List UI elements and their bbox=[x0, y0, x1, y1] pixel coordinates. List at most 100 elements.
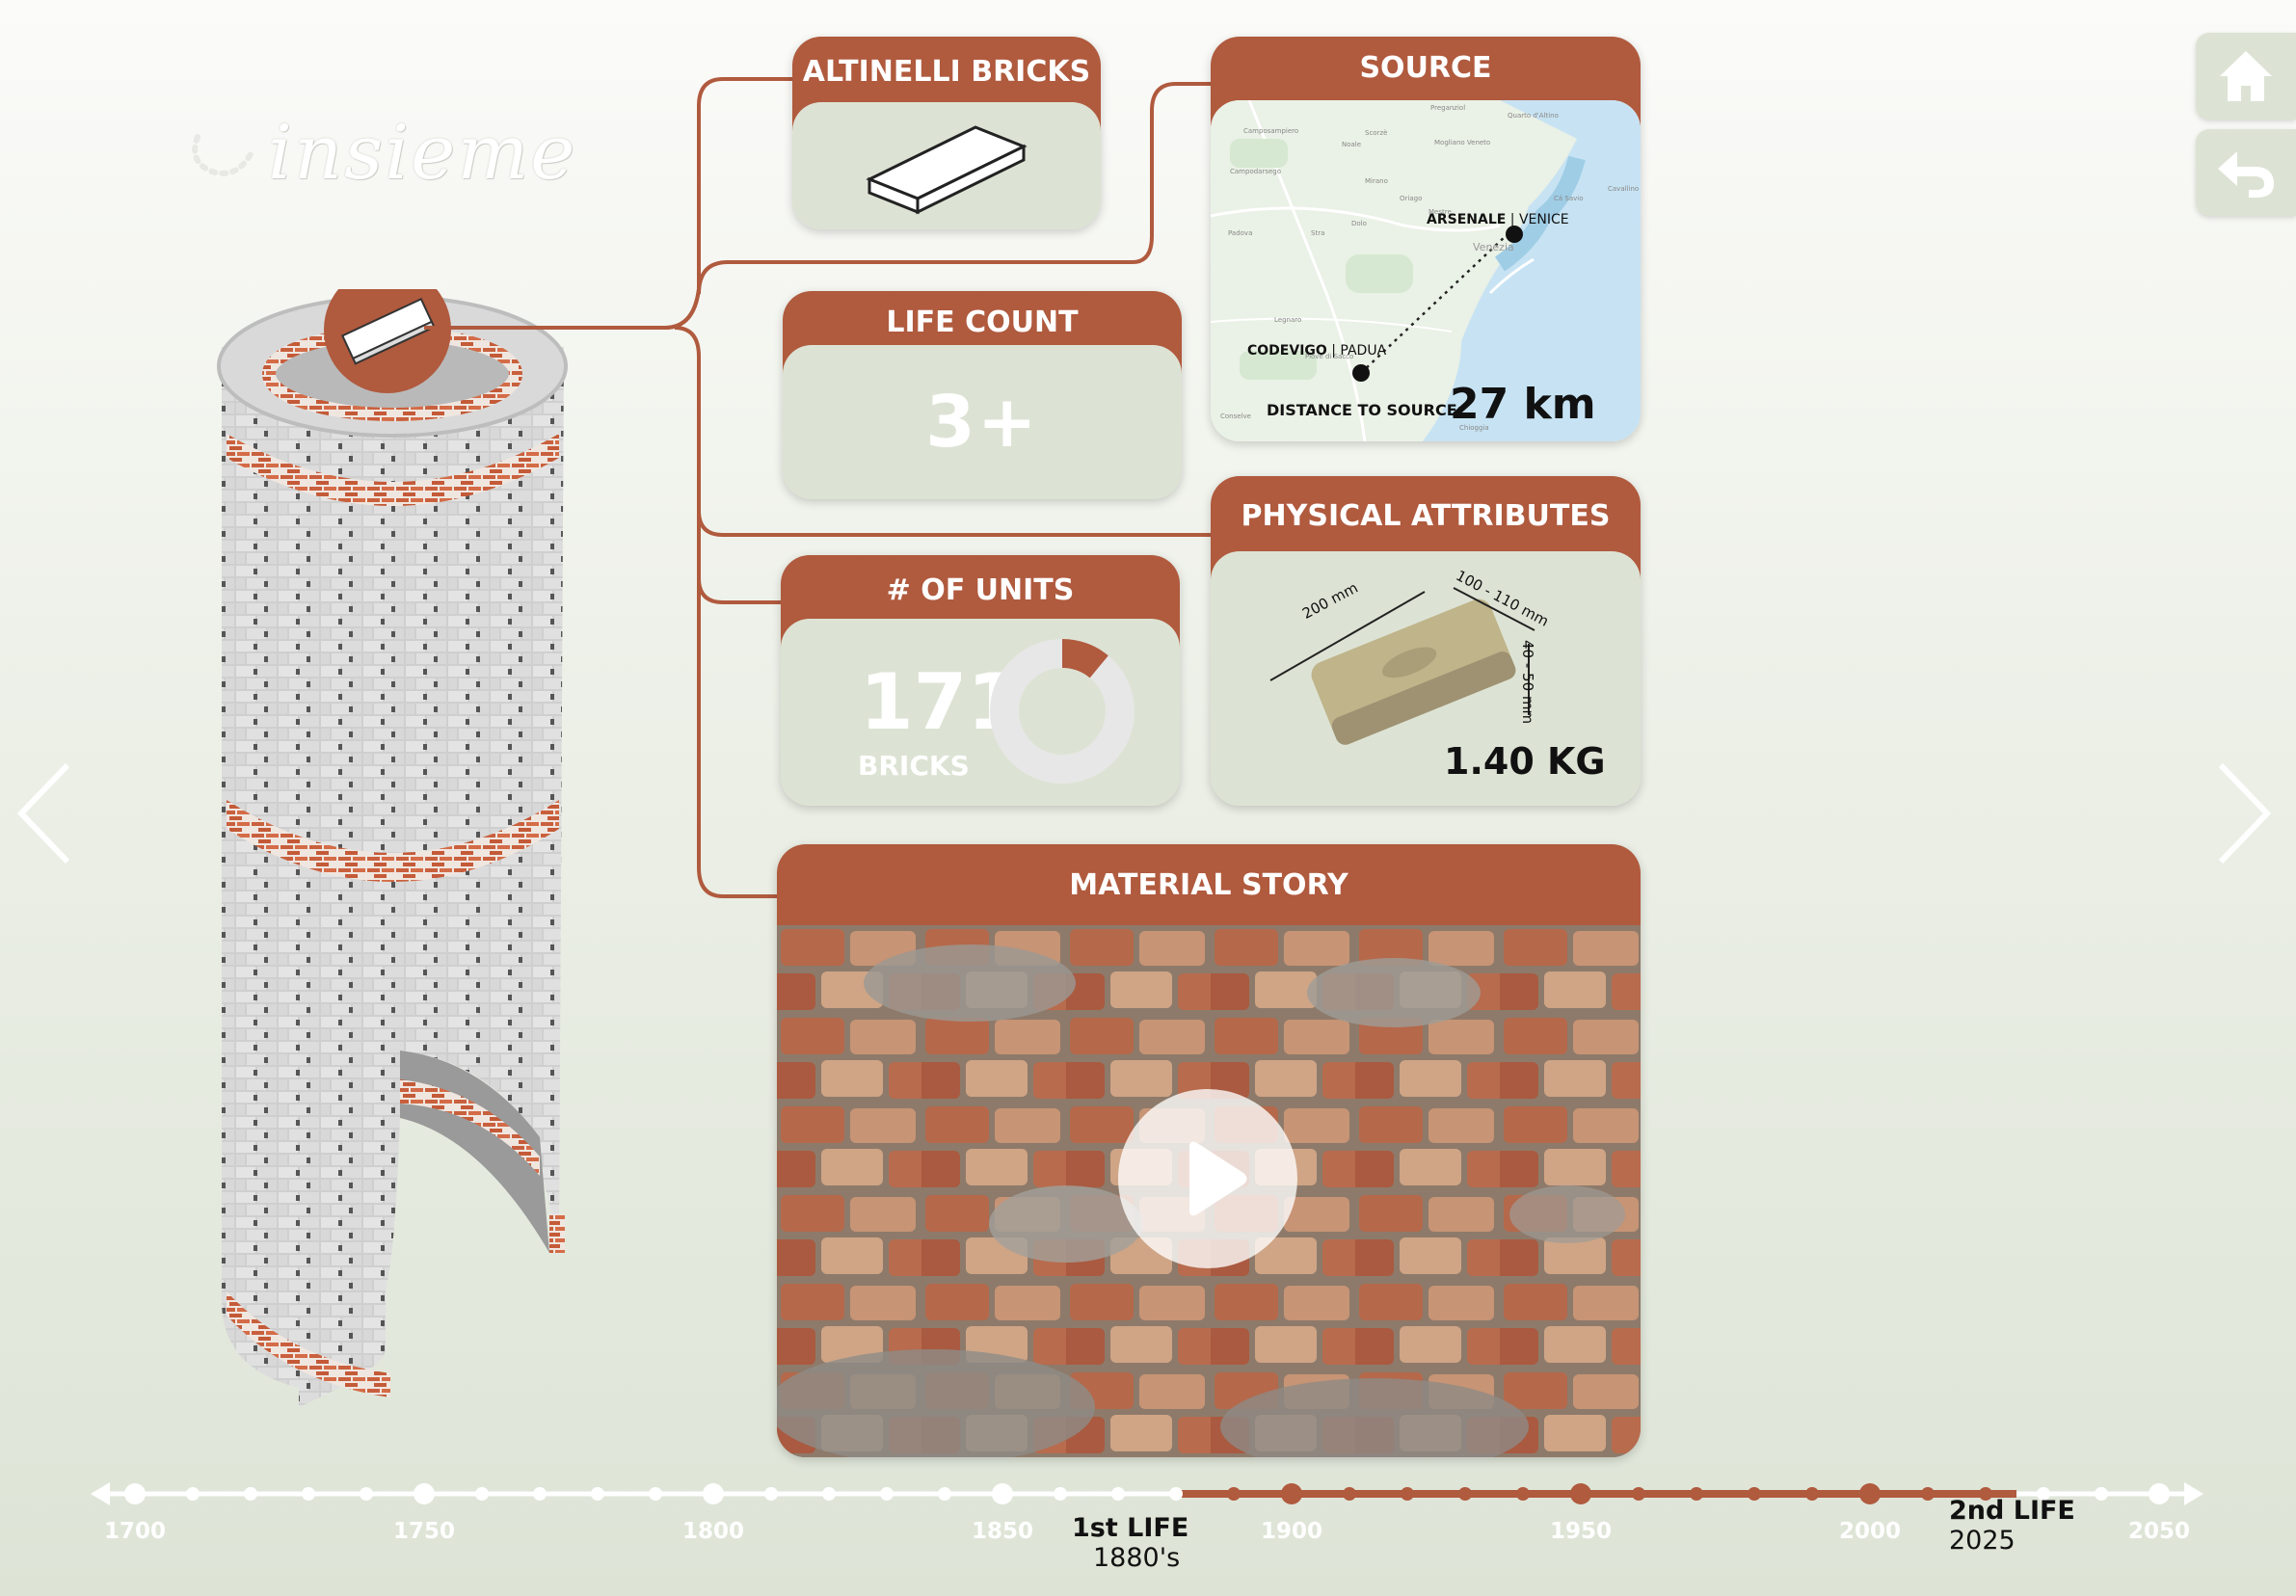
timeline-dot bbox=[2037, 1487, 2050, 1501]
story-video[interactable] bbox=[777, 925, 1641, 1457]
distance-value: 27 km bbox=[1450, 380, 1596, 429]
timeline-dot bbox=[649, 1487, 662, 1501]
next-page-button[interactable] bbox=[2211, 756, 2279, 871]
timeline-dot bbox=[1458, 1487, 1472, 1501]
timeline-dot bbox=[1054, 1487, 1067, 1501]
timeline-year-label: 1700 bbox=[103, 1519, 167, 1544]
destination-marker bbox=[1506, 226, 1523, 243]
timeline-dot bbox=[1516, 1487, 1530, 1501]
timeline-dot bbox=[186, 1487, 200, 1501]
logo-text: insieme bbox=[268, 110, 577, 197]
map-place-list: Preganziol Quarto d'Altino Camposampiero… bbox=[1220, 104, 1640, 432]
timeline-track bbox=[91, 1482, 2203, 1505]
timeline-dot bbox=[591, 1487, 604, 1501]
timeline-year-label: 2000 bbox=[1838, 1519, 1902, 1544]
timeline-dot bbox=[302, 1487, 315, 1501]
life-count-card[interactable]: LIFE COUNT 3+ bbox=[783, 291, 1182, 499]
material-story-title: MATERIAL STORY bbox=[777, 844, 1641, 954]
chevron-left-icon bbox=[16, 762, 70, 864]
home-button[interactable] bbox=[2196, 33, 2296, 120]
timeline-dot bbox=[1227, 1487, 1241, 1501]
timeline-year-label: 1950 bbox=[1549, 1519, 1613, 1544]
timeline-dot bbox=[360, 1487, 373, 1501]
timeline-dot bbox=[244, 1487, 257, 1501]
timeline-major-dot bbox=[414, 1483, 435, 1504]
destination-label: ARSENALE | VENICE bbox=[1427, 212, 1569, 227]
origin-marker bbox=[1352, 364, 1370, 382]
life-count-value: 3+ bbox=[925, 381, 1039, 464]
first-life-date: 1880's bbox=[1093, 1543, 1181, 1573]
timeline-dot bbox=[1401, 1487, 1414, 1501]
back-arrow-icon bbox=[2218, 151, 2274, 198]
physical-attributes-card[interactable]: PHYSICAL ATTRIBUTES 200 mm 100 - 110 mm … bbox=[1211, 476, 1641, 806]
timeline-year-label: 1800 bbox=[681, 1519, 745, 1544]
timeline-year-label: 1900 bbox=[1260, 1519, 1323, 1544]
timeline-left-arrow-icon bbox=[91, 1482, 110, 1505]
timeline-dot bbox=[2095, 1487, 2108, 1501]
timeline-major-dot bbox=[703, 1483, 724, 1504]
timeline-major-dot bbox=[1570, 1483, 1591, 1504]
timeline-dot bbox=[533, 1487, 547, 1501]
source-map[interactable]: Preganziol Quarto d'Altino Camposampiero… bbox=[1211, 100, 1641, 441]
source-card[interactable]: SOURCE Preganziol Quarto d'Altino Campos… bbox=[1211, 37, 1641, 441]
first-life-label: 1st LIFE bbox=[1072, 1513, 1189, 1543]
units-donut-chart bbox=[990, 639, 1135, 784]
brick-photo bbox=[1269, 587, 1535, 745]
brick-tower-illustration[interactable] bbox=[193, 266, 607, 1426]
home-icon bbox=[2220, 51, 2272, 101]
timeline-dot bbox=[1632, 1487, 1645, 1501]
life-count-title: LIFE COUNT bbox=[783, 291, 1182, 374]
timeline-dot bbox=[475, 1487, 489, 1501]
timeline-dot bbox=[880, 1487, 894, 1501]
timeline-dot bbox=[1979, 1487, 1992, 1501]
timeline-major-dot bbox=[124, 1483, 146, 1504]
map-image bbox=[1211, 100, 1641, 441]
units-donut-arc bbox=[990, 639, 1135, 784]
timeline-major-dot bbox=[1859, 1483, 1881, 1504]
timeline-dot bbox=[1343, 1487, 1356, 1501]
physical-attributes-title: PHYSICAL ATTRIBUTES bbox=[1211, 476, 1641, 582]
units-card[interactable]: # OF UNITS 171 BRICKS bbox=[781, 555, 1180, 806]
chevron-right-icon bbox=[2218, 762, 2272, 864]
second-life-marker: 2nd LIFE 2025 bbox=[1949, 1496, 2075, 1556]
tower-image bbox=[217, 266, 568, 1407]
timeline-major-dot bbox=[2149, 1483, 2170, 1504]
timeline-dot bbox=[764, 1487, 778, 1501]
first-life-marker: 1st LIFE 1880's bbox=[1072, 1513, 1188, 1573]
timeline-dot bbox=[1169, 1487, 1183, 1501]
timeline-year-label: 1750 bbox=[392, 1519, 456, 1544]
timeline-right-arrow-icon bbox=[2184, 1482, 2203, 1505]
back-button[interactable] bbox=[2196, 129, 2296, 216]
source-card-title: SOURCE bbox=[1211, 37, 1641, 129]
distance-label: DISTANCE TO SOURCE: bbox=[1267, 401, 1464, 419]
timeline-dot bbox=[1748, 1487, 1761, 1501]
timeline-major-dot bbox=[992, 1483, 1013, 1504]
product-card[interactable]: ALTINELLI BRICKS bbox=[792, 37, 1101, 229]
units-label: BRICKS bbox=[858, 750, 970, 782]
origin-label: CODEVIGO | PADUA bbox=[1247, 343, 1387, 359]
timeline-dot bbox=[1690, 1487, 1703, 1501]
play-icon bbox=[1189, 1141, 1247, 1216]
play-button[interactable] bbox=[1118, 1089, 1297, 1268]
material-story-card[interactable]: MATERIAL STORY bbox=[777, 844, 1641, 1457]
timeline-dot bbox=[938, 1487, 951, 1501]
timeline-dot bbox=[1111, 1487, 1125, 1501]
weight-value: 1.40 KG bbox=[1444, 740, 1606, 783]
second-life-date: 2025 bbox=[1949, 1526, 2016, 1556]
product-card-title: ALTINELLI BRICKS bbox=[792, 37, 1101, 133]
timeline-year-label: 1850 bbox=[971, 1519, 1034, 1544]
second-life-label: 2nd LIFE bbox=[1949, 1496, 2075, 1526]
timeline-dot bbox=[822, 1487, 836, 1501]
timeline-major-dot bbox=[1281, 1483, 1302, 1504]
timeline[interactable]: 1700 1750 1800 1850 1900 1950 2000 2050 1st LIF… bbox=[0, 1465, 2296, 1596]
logo-scribble-icon bbox=[192, 134, 254, 176]
previous-page-button[interactable] bbox=[10, 756, 77, 871]
brick-icon bbox=[866, 125, 1028, 215]
timeline-dot bbox=[1805, 1487, 1819, 1501]
brand-logo[interactable]: insieme bbox=[183, 110, 607, 202]
height-dimension: 40 - 50 mm bbox=[1519, 640, 1536, 725]
timeline-dot bbox=[1921, 1487, 1935, 1501]
timeline-year-label: 2050 bbox=[2127, 1519, 2191, 1544]
units-title: # OF UNITS bbox=[781, 555, 1180, 648]
